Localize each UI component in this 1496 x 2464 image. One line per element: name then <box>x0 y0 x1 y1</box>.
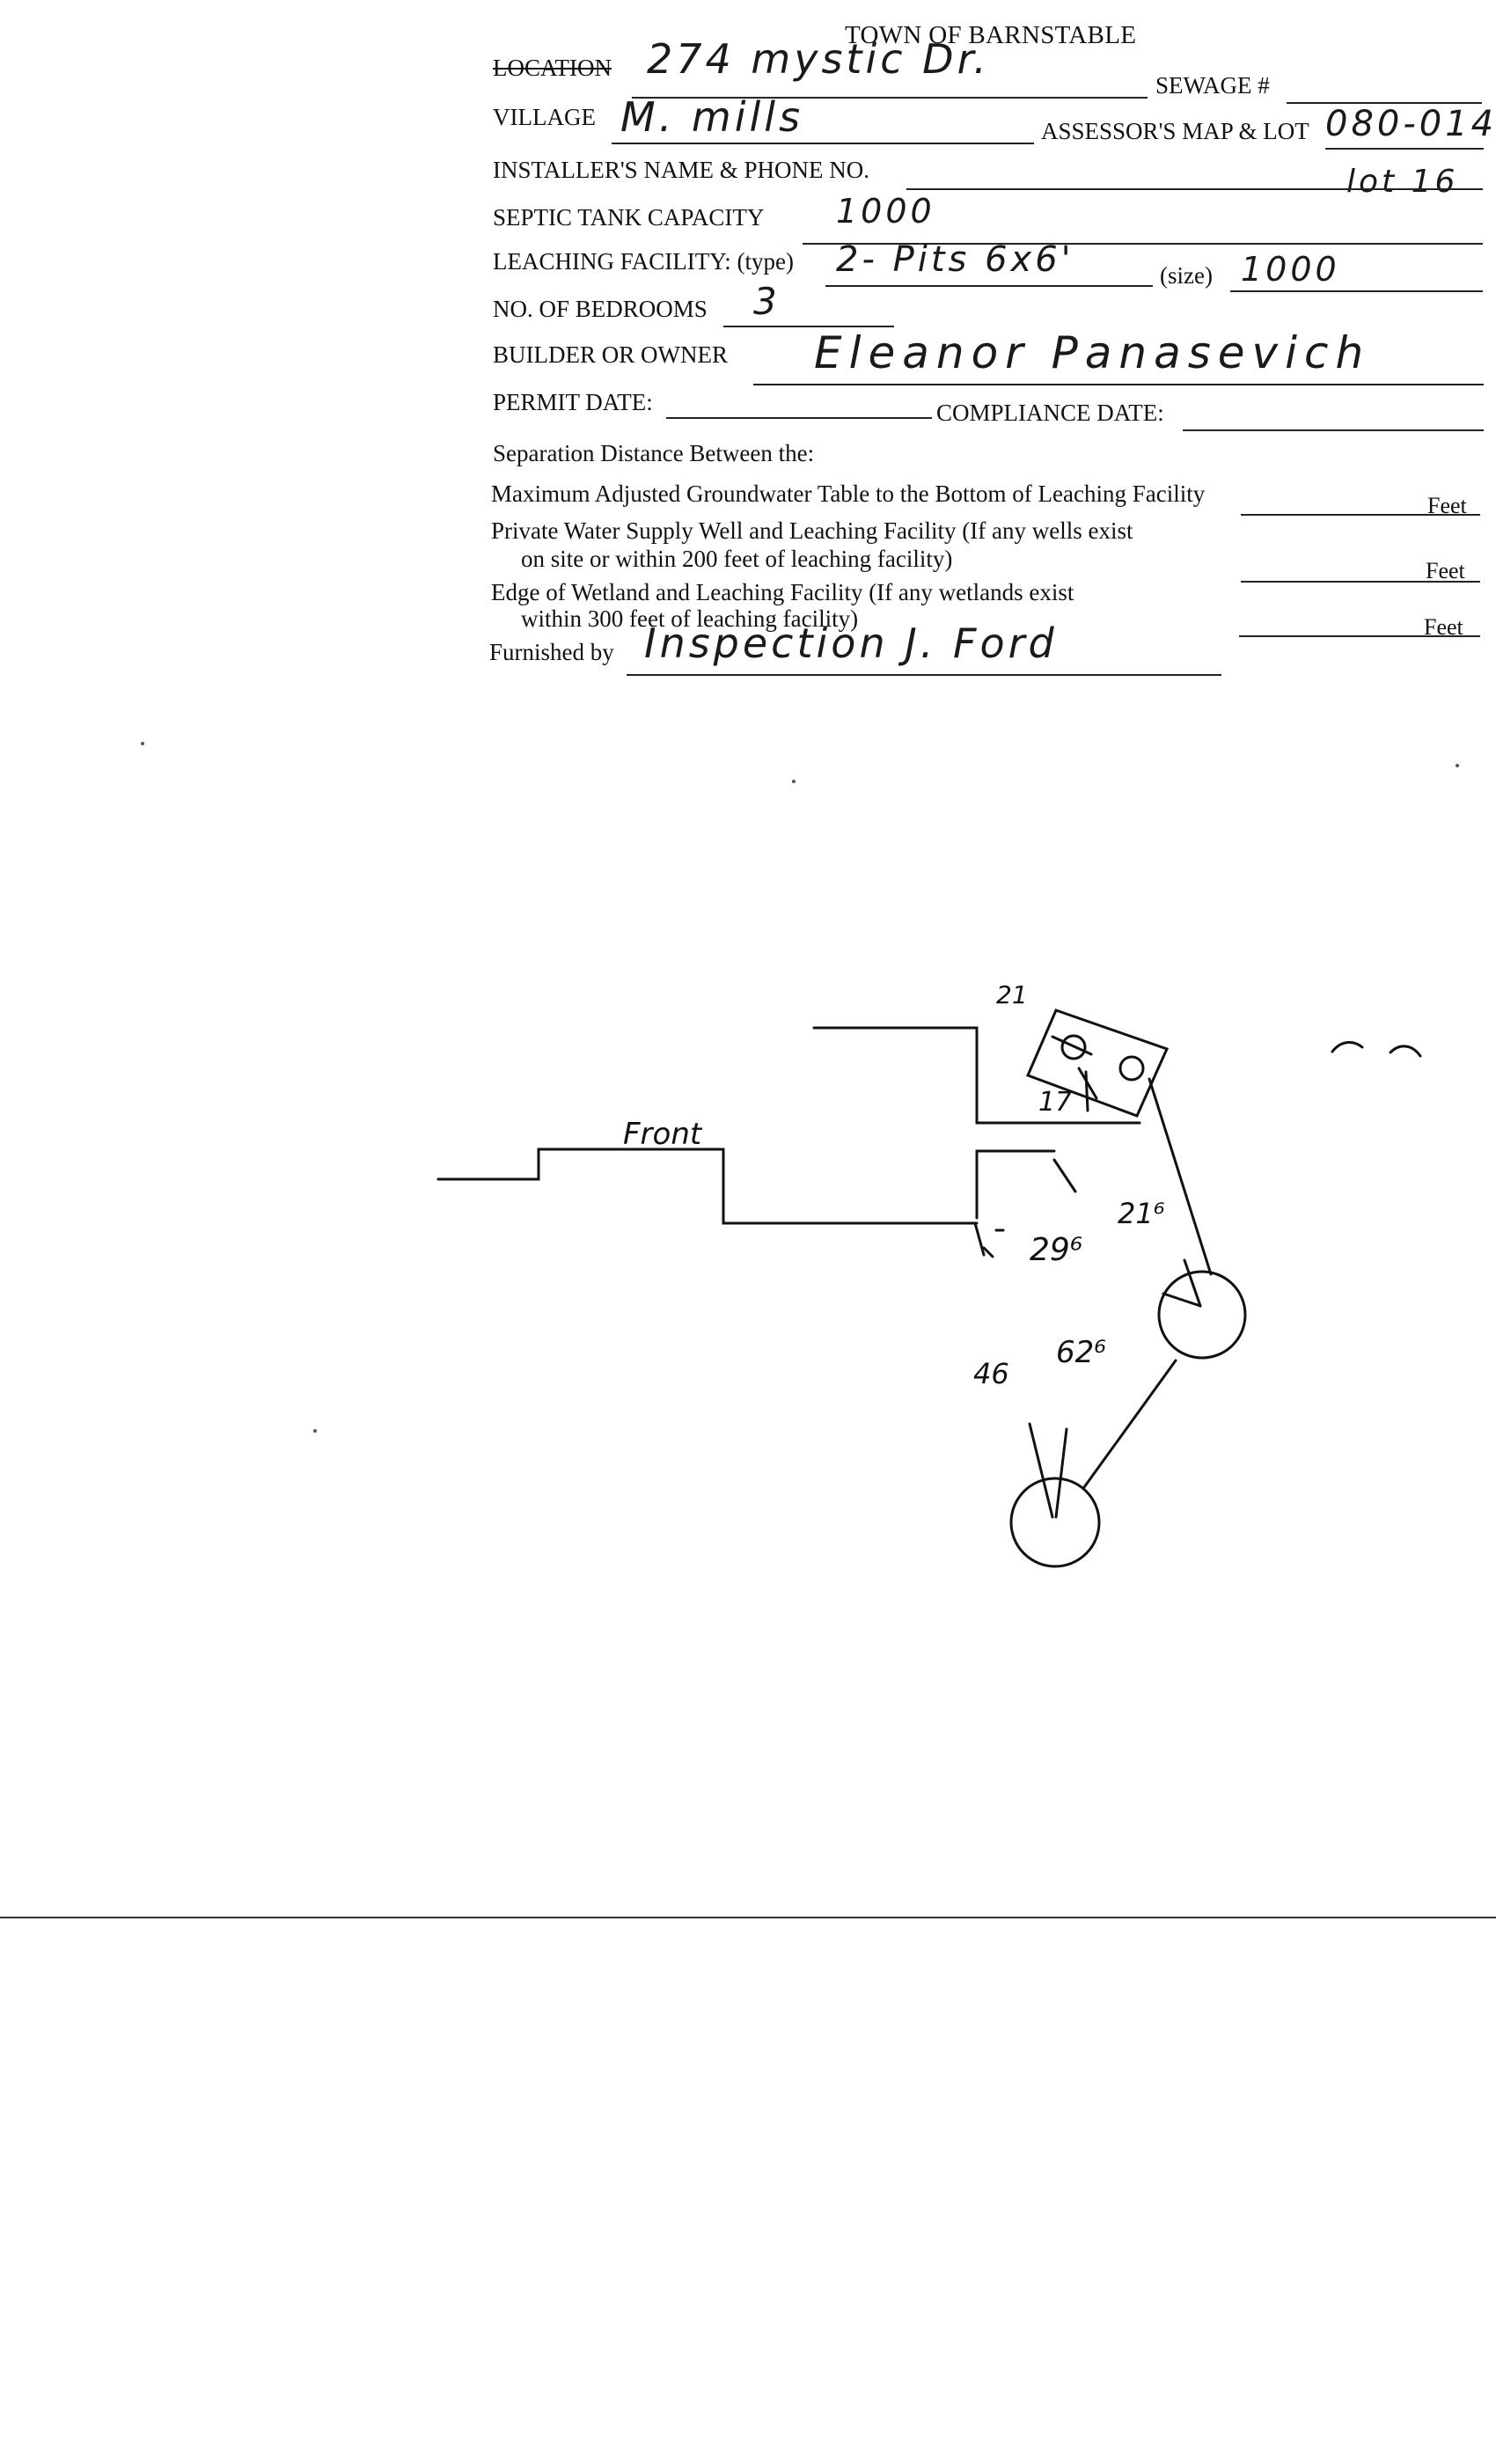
compliance-line <box>1183 429 1484 431</box>
groundwater-unit: Feet <box>1427 493 1467 518</box>
size-value[interactable]: 1000 <box>1241 250 1340 289</box>
scan-edge-line <box>0 1917 1496 1918</box>
separation-heading: Separation Distance Between the: <box>493 440 815 466</box>
septic-line <box>803 243 1483 245</box>
well-unit: Feet <box>1426 558 1465 583</box>
scan-speck <box>1456 764 1459 767</box>
wetland-line <box>1239 635 1480 637</box>
pipe-pit1-to-pit2 <box>1082 1359 1177 1489</box>
groundwater-line <box>1241 514 1480 516</box>
builder-line <box>753 384 1484 385</box>
assessor-value[interactable]: 080-014 <box>1325 104 1496 144</box>
separation-row-wetland-a: Edge of Wetland and Leaching Facility (I… <box>491 579 1074 605</box>
septic-value[interactable]: 1000 <box>836 192 935 231</box>
dim-29-6: 29⁶ <box>1030 1232 1082 1268</box>
location-line <box>632 97 1148 99</box>
house-wing-lower <box>975 1149 1056 1220</box>
dim-62-6: 62⁶ <box>1056 1335 1106 1370</box>
scan-speck <box>313 1429 317 1433</box>
separation-row-wetland-b: within 300 feet of leaching facility) <box>521 605 859 632</box>
leaching-type-line <box>825 285 1153 287</box>
septic-label: SEPTIC TANK CAPACITY <box>493 204 765 231</box>
septic-tank <box>1025 1008 1170 1118</box>
assessor-line <box>1325 148 1484 150</box>
dim-46: 46 <box>973 1357 1009 1390</box>
leaching-label: LEACHING FACILITY: (type) <box>493 248 794 275</box>
bedrooms-line <box>723 326 894 327</box>
leaching-pit-1 <box>1157 1270 1247 1360</box>
installer-line <box>906 188 1483 190</box>
permit-line <box>666 417 932 419</box>
house-wing-upper <box>812 1026 1141 1125</box>
size-line <box>1230 290 1483 292</box>
village-value[interactable]: M. mills <box>620 93 804 141</box>
front-label: Front <box>623 1117 703 1152</box>
bedrooms-value[interactable]: 3 <box>753 280 781 323</box>
separation-row-well-a: Private Water Supply Well and Leaching F… <box>491 517 1133 544</box>
sewage-line <box>1287 102 1482 104</box>
scan-speck <box>792 780 796 783</box>
pipe-tank-to-pit1 <box>1148 1077 1213 1276</box>
assessor-label: ASSESSOR'S MAP & LOT <box>1041 118 1309 144</box>
separation-row-well-b: on site or within 200 feet of leaching f… <box>521 546 953 572</box>
well-line <box>1241 581 1480 583</box>
dim-21-6: 21⁶ <box>1118 1197 1165 1230</box>
page-title: TOWN OF BARNSTABLE <box>845 21 1137 49</box>
compliance-label: COMPLIANCE DATE: <box>936 400 1164 426</box>
leaching-pit-2 <box>1009 1477 1101 1568</box>
house-outline <box>436 1148 979 1225</box>
dim-21-top: 21 <box>996 980 1028 1009</box>
bedrooms-label: NO. OF BEDROOMS <box>493 296 708 322</box>
permit-label: PERMIT DATE: <box>493 389 653 415</box>
sewage-label: SEWAGE # <box>1155 72 1270 99</box>
leaching-type-value[interactable]: 2- Pits 6x6' <box>836 239 1074 280</box>
wetland-unit: Feet <box>1424 614 1463 640</box>
installer-label: INSTALLER'S NAME & PHONE NO. <box>493 157 869 183</box>
furnished-line <box>627 674 1221 676</box>
dim-17: 17 <box>1038 1087 1072 1118</box>
separation-row-groundwater: Maximum Adjusted Groundwater Table to th… <box>491 480 1206 507</box>
builder-label: BUILDER OR OWNER <box>493 341 728 368</box>
village-label: VILLAGE <box>493 104 596 130</box>
furnished-value[interactable]: Inspection J. Ford <box>644 620 1058 667</box>
tank-port-left <box>1060 1034 1087 1060</box>
furnished-label: Furnished by <box>489 639 614 665</box>
location-label: LOCATION <box>493 55 612 81</box>
scan-speck <box>141 742 144 745</box>
installer-value[interactable]: lot 16 <box>1346 164 1459 200</box>
location-row: LOCATION <box>493 55 612 82</box>
size-label: (size) <box>1160 262 1213 289</box>
builder-value[interactable]: Eleanor Panasevich <box>814 327 1371 378</box>
tank-port-right <box>1118 1055 1145 1082</box>
location-value[interactable]: 274 mystic Dr. <box>647 35 990 83</box>
site-sketch: Front 21 17 21⁶ 29⁶ 62⁶ 46 <box>436 980 1422 1568</box>
village-line <box>612 143 1034 144</box>
